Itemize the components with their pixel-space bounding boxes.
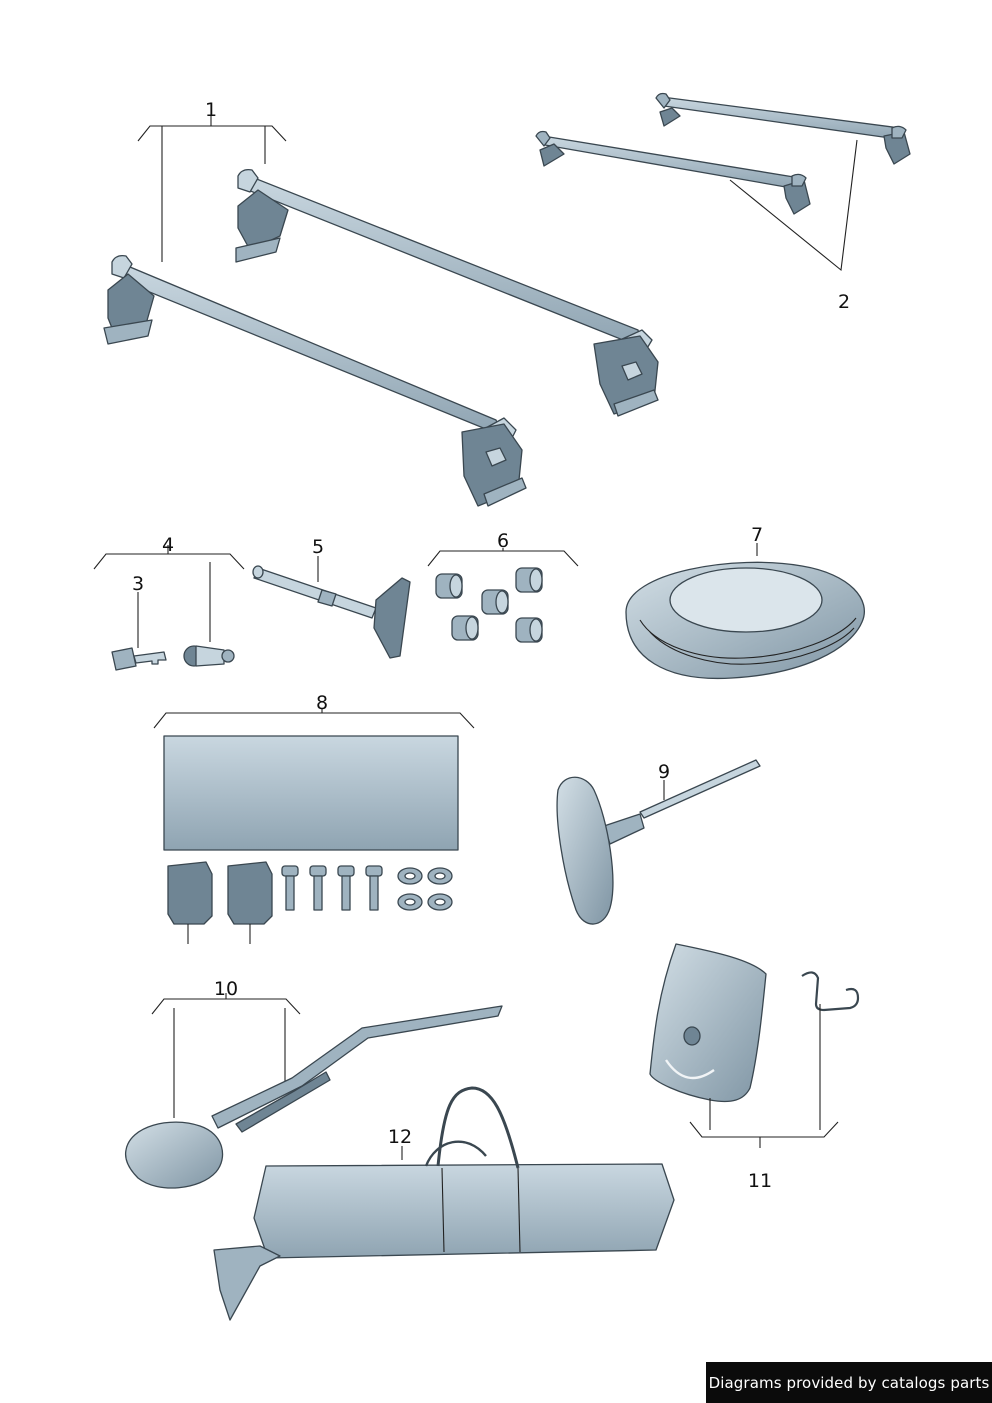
- cover-and-hook: [649, 943, 860, 1148]
- end-cap-and-lever: [124, 993, 503, 1189]
- key-and-lock: [93, 545, 245, 671]
- attribution-text: Diagrams provided by catalogs parts: [708, 1373, 990, 1392]
- callout-10: 10: [214, 978, 238, 1000]
- callout-6: 6: [497, 530, 509, 552]
- roof-rack-large: [103, 115, 659, 507]
- callout-1: 1: [205, 99, 217, 121]
- callout-2: 2: [838, 291, 850, 313]
- callout-11: 11: [748, 1170, 772, 1192]
- callout-3: 3: [132, 573, 144, 595]
- attribution-banner: Diagrams provided by catalogs parts: [706, 1362, 992, 1403]
- t-handle-key: [556, 759, 761, 925]
- callout-4: 4: [162, 534, 174, 556]
- callout-8: 8: [316, 692, 328, 714]
- mounting-kit: [153, 708, 475, 944]
- roof-rack-small: [535, 92, 911, 272]
- spacer-set: [427, 548, 579, 643]
- rubber-strip-coil: [625, 543, 865, 680]
- callout-7: 7: [751, 524, 763, 546]
- callout-9: 9: [658, 761, 670, 783]
- callout-5: 5: [312, 536, 324, 558]
- assembly-tool: [252, 556, 411, 659]
- callout-12: 12: [388, 1126, 412, 1148]
- storage-bag: [213, 1086, 675, 1321]
